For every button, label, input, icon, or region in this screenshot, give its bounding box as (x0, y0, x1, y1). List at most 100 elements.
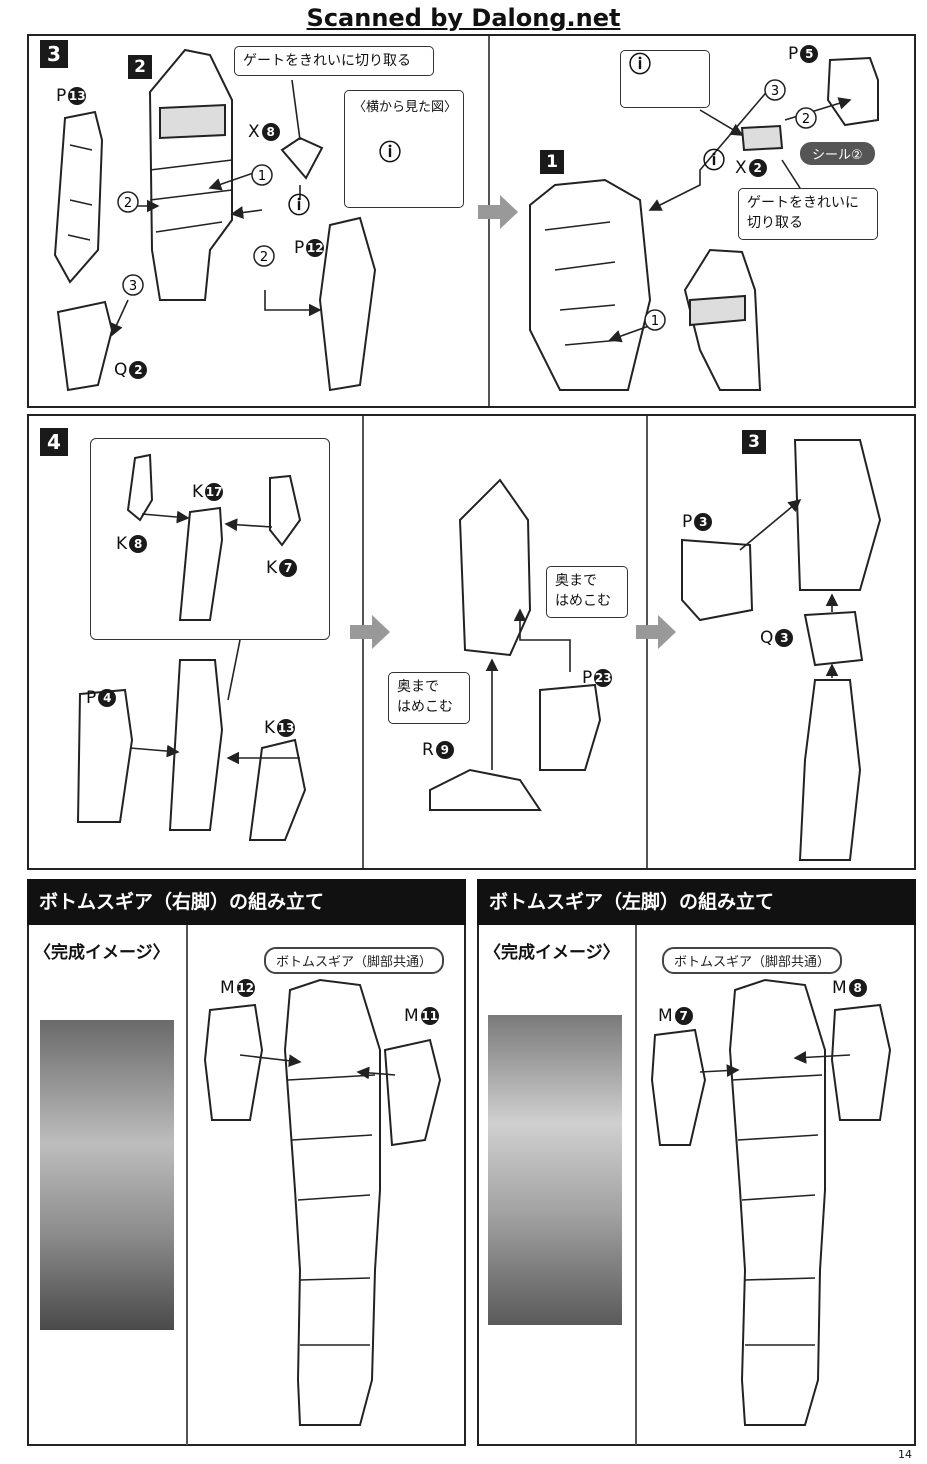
svg-text:2: 2 (260, 250, 268, 265)
svg-text:1: 1 (258, 169, 266, 184)
label-p12-num: 12 (306, 239, 325, 257)
label-m8-num: 8 (848, 979, 867, 997)
callout-number: 1 (251, 164, 273, 186)
step3-divider (488, 36, 490, 406)
caution-icon: ⓘ (629, 53, 652, 78)
label-p13-num: 13 (68, 87, 87, 105)
part-p13-shape (53, 110, 104, 284)
part-m11-shape (383, 1038, 442, 1147)
label-m12-num: 12 (236, 979, 255, 997)
step4-substep-3: 3 (742, 430, 766, 454)
step3-flow-arrow (478, 195, 518, 229)
note-caution-box: ⓘ (620, 50, 710, 108)
knee-joint-shape (168, 659, 224, 831)
step4-number: 4 (40, 428, 68, 456)
label-q2-num: 2 (129, 361, 148, 379)
svg-text:3: 3 (129, 279, 137, 294)
left-leg-shape (728, 978, 826, 1426)
note-push-in-2: 奥まで はめこむ (388, 672, 470, 724)
part-x8-shape (280, 136, 324, 180)
callout-number: 3 (122, 274, 144, 296)
left-leg-complete-image (488, 1015, 622, 1325)
part-k7-shape (269, 474, 302, 547)
watermark: Scanned by Dalong.net (306, 4, 621, 32)
label-p5-num: 5 (800, 45, 819, 63)
part-p3-shape (681, 538, 754, 622)
caution-icon: ⓘ (379, 141, 402, 166)
label-x2-num: 2 (748, 159, 767, 177)
left-leg-title: ボトムスギア（左脚）の組み立て (477, 879, 916, 925)
part-p12-shape (318, 216, 377, 392)
step4-panel (27, 414, 916, 870)
caution-icon: ⓘ (703, 149, 726, 174)
right-leg-title: ボトムスギア（右脚）の組み立て (27, 879, 466, 925)
callout-number: 2 (253, 245, 275, 267)
label-k8-num: 8 (129, 535, 148, 553)
label-k7-num: 7 (279, 559, 298, 577)
part-m8-shape (830, 1003, 892, 1121)
part-x2-shape (740, 124, 784, 152)
shin-frame-shape (458, 478, 532, 657)
step4-divider-2 (646, 416, 648, 868)
part-p23-shape (539, 683, 602, 771)
callout-number: 2 (117, 191, 139, 213)
label-p23-num: 23 (594, 669, 613, 687)
svg-text:3: 3 (771, 84, 779, 99)
svg-text:2: 2 (802, 112, 810, 127)
part-m12-shape (203, 1003, 264, 1121)
callout-number: 1 (644, 309, 666, 331)
label-k13-num: 13 (277, 719, 296, 737)
part-p4-shape (76, 688, 134, 823)
right-leg-shape (283, 978, 381, 1426)
part-k13-shape (248, 738, 307, 841)
right-leg-complete-image (40, 1020, 174, 1330)
label-r9-num: 9 (435, 741, 454, 759)
step4-detail-box (90, 438, 330, 640)
lower-leg-shape (798, 679, 862, 861)
svg-text:1: 1 (651, 314, 659, 329)
left-leg-complete-label: 〈完成イメージ〉 (484, 943, 620, 963)
part-q3-shape (803, 610, 864, 667)
left-leg-divider (635, 925, 637, 1445)
part-q2-shape (56, 300, 114, 392)
right-leg-complete-label: 〈完成イメージ〉 (34, 943, 170, 963)
label-p4-num: 4 (98, 689, 117, 707)
step4-divider-1 (362, 416, 364, 868)
caution-icon: ⓘ (288, 194, 311, 219)
page-number: 14 (898, 1448, 912, 1461)
part-m7-shape (650, 1028, 707, 1146)
thigh-top-shape (793, 439, 882, 591)
label-p3-num: 3 (694, 513, 713, 531)
step3-number: 3 (40, 40, 68, 68)
step3-substep-1: 1 (540, 150, 564, 174)
step4-flow-arrow-1 (350, 615, 390, 649)
part-r9-shape (429, 768, 542, 811)
right-leg-divider (186, 925, 188, 1445)
seal-badge: シール② (800, 142, 875, 165)
step3-substep-2: 2 (128, 55, 152, 79)
callout-number: 3 (764, 79, 786, 101)
label-m7-num: 7 (674, 1007, 693, 1025)
